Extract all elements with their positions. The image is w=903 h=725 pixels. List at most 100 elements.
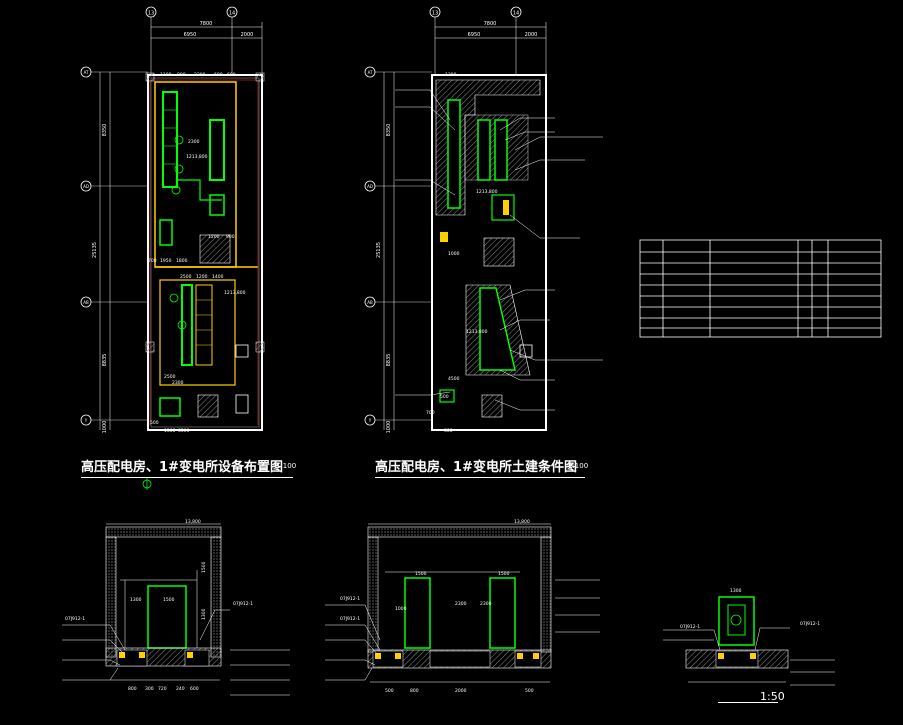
grid-bubble-14: 14 [226, 6, 238, 18]
dim-text: 1213,800 [466, 329, 488, 335]
scale-underline [718, 702, 778, 703]
grid-row-bubble: AB [364, 296, 376, 308]
grid-row-label: AD [83, 184, 89, 189]
dim-text: 2300 [194, 72, 206, 78]
dim-text: 1300 [201, 608, 207, 620]
switchgear-row [162, 91, 178, 188]
drawing-title-equipment: 高压配电房、1#变电所设备布置图 [81, 460, 283, 475]
switchgear [404, 577, 431, 649]
dim-text: 800 [177, 72, 186, 78]
dim-text: 800 [128, 686, 137, 692]
dim-text: 1500 [163, 597, 175, 603]
dim-text: 1200 [208, 234, 220, 240]
title-underline [81, 477, 293, 478]
grid-col-label: 13 [432, 11, 438, 17]
dim-text: 8835 [102, 354, 108, 367]
slab [105, 526, 222, 538]
grid-col-label: 14 [513, 11, 519, 17]
dim-text: 2300 [172, 380, 184, 386]
dim-text: 25135 [376, 242, 382, 258]
section-c: 07J912-1 07J912-1 1300 [663, 588, 835, 686]
dim-text: 13,800 [514, 519, 530, 525]
dim-text: 1213,800 [186, 154, 208, 160]
switchgear [147, 585, 187, 649]
grid-bubble-13: 13 [145, 6, 157, 18]
dim-text: 1100 [160, 72, 172, 78]
section-c-scale: 1:50 [760, 690, 785, 703]
drawing-scale: 1:100 [568, 462, 589, 470]
grid-col-label: 14 [229, 11, 235, 17]
stair [481, 394, 503, 418]
dim-text: 1000 [386, 421, 392, 434]
dim-text: 1300 [445, 72, 457, 78]
stair [197, 394, 219, 418]
dim-text: 1300 [730, 588, 742, 594]
callout-text: 07J912-1 [65, 616, 85, 622]
dim-text: 1000 [102, 421, 108, 434]
dim-text: 2000 [455, 688, 467, 694]
grid-row-label: AD [367, 184, 373, 189]
outer-wall [431, 74, 547, 431]
dim-text: 6500 [178, 428, 190, 434]
callout-text: 07J912-1 [340, 596, 360, 602]
dim-text: 300 [145, 686, 154, 692]
drawing-title-civil: 高压配电房、1#变电所土建条件图 [375, 460, 577, 475]
grid-row-label: Y [84, 418, 88, 423]
dim-text: 1950 [160, 258, 172, 264]
dim-text: 2000 [525, 32, 538, 38]
dim-text: 8350 [102, 124, 108, 137]
dim-text: 2300 [480, 601, 492, 607]
grid-row-bubble: AD [80, 180, 92, 192]
dim-text: 1500 [201, 561, 207, 573]
callout-text: 07J912-1 [680, 624, 700, 630]
grid-row-bubble: AB [80, 296, 92, 308]
grid-col-label: 13 [148, 11, 154, 17]
leader-lines [663, 627, 835, 686]
dim-text: 500 [385, 688, 394, 694]
section-a: 13,800 1300 1500 1500 1300 07J912-1 07J9… [62, 519, 290, 696]
leader-lines [325, 579, 600, 681]
dim-text: 600 [190, 686, 199, 692]
stair [483, 237, 515, 267]
dim-text: 6950 [184, 32, 197, 38]
grid-row-bubble: AD [364, 180, 376, 192]
leader-lines [62, 609, 290, 696]
dim-text: 700 [148, 258, 157, 264]
grid-bubble-13: 13 [429, 6, 441, 18]
dim-text: 7800 [200, 21, 213, 27]
grid-row-bubble: AT [364, 66, 376, 78]
dim-text: 1200 [196, 274, 208, 280]
dim-text: 500 [150, 420, 159, 426]
dim-text: 1400 [212, 274, 224, 280]
dim-text: 800 [410, 688, 419, 694]
stair [199, 234, 231, 264]
dim-text: 500 [440, 394, 449, 400]
dim-text: 1213,800 [476, 189, 498, 195]
callout-text: 07J912-1 [233, 601, 253, 607]
dim-text: 7800 [484, 21, 497, 27]
dim-text: 4500 [448, 376, 460, 382]
plan-civil: 13 14 7800 6950 2000 AT AD AB Y [364, 6, 603, 434]
dim-text: 1500 [415, 571, 427, 577]
title-underline [375, 477, 585, 478]
dim-text: 1000 [395, 606, 407, 612]
dim-text: 2000 [241, 32, 254, 38]
grid-row-bubble: Y [80, 414, 92, 426]
switchgear [489, 577, 516, 649]
dim-text: 2300 [188, 139, 200, 145]
transformer [718, 596, 755, 646]
dim-text: 720 [158, 686, 167, 692]
outer-wall [147, 74, 263, 431]
dim-text: 1213,800 [224, 290, 246, 296]
dim-text: 1000 [448, 251, 460, 257]
drawing-scale: 1:100 [276, 462, 297, 470]
dim-text: 240 [176, 686, 185, 692]
dim-text: 1300 [130, 597, 142, 603]
slab [367, 526, 552, 538]
switchgear-row [181, 284, 193, 366]
room-transformer [159, 279, 236, 386]
grid-row-bubble: Y [364, 414, 376, 426]
dim-text: 1500 [498, 571, 510, 577]
dim-text: 500 [525, 688, 534, 694]
